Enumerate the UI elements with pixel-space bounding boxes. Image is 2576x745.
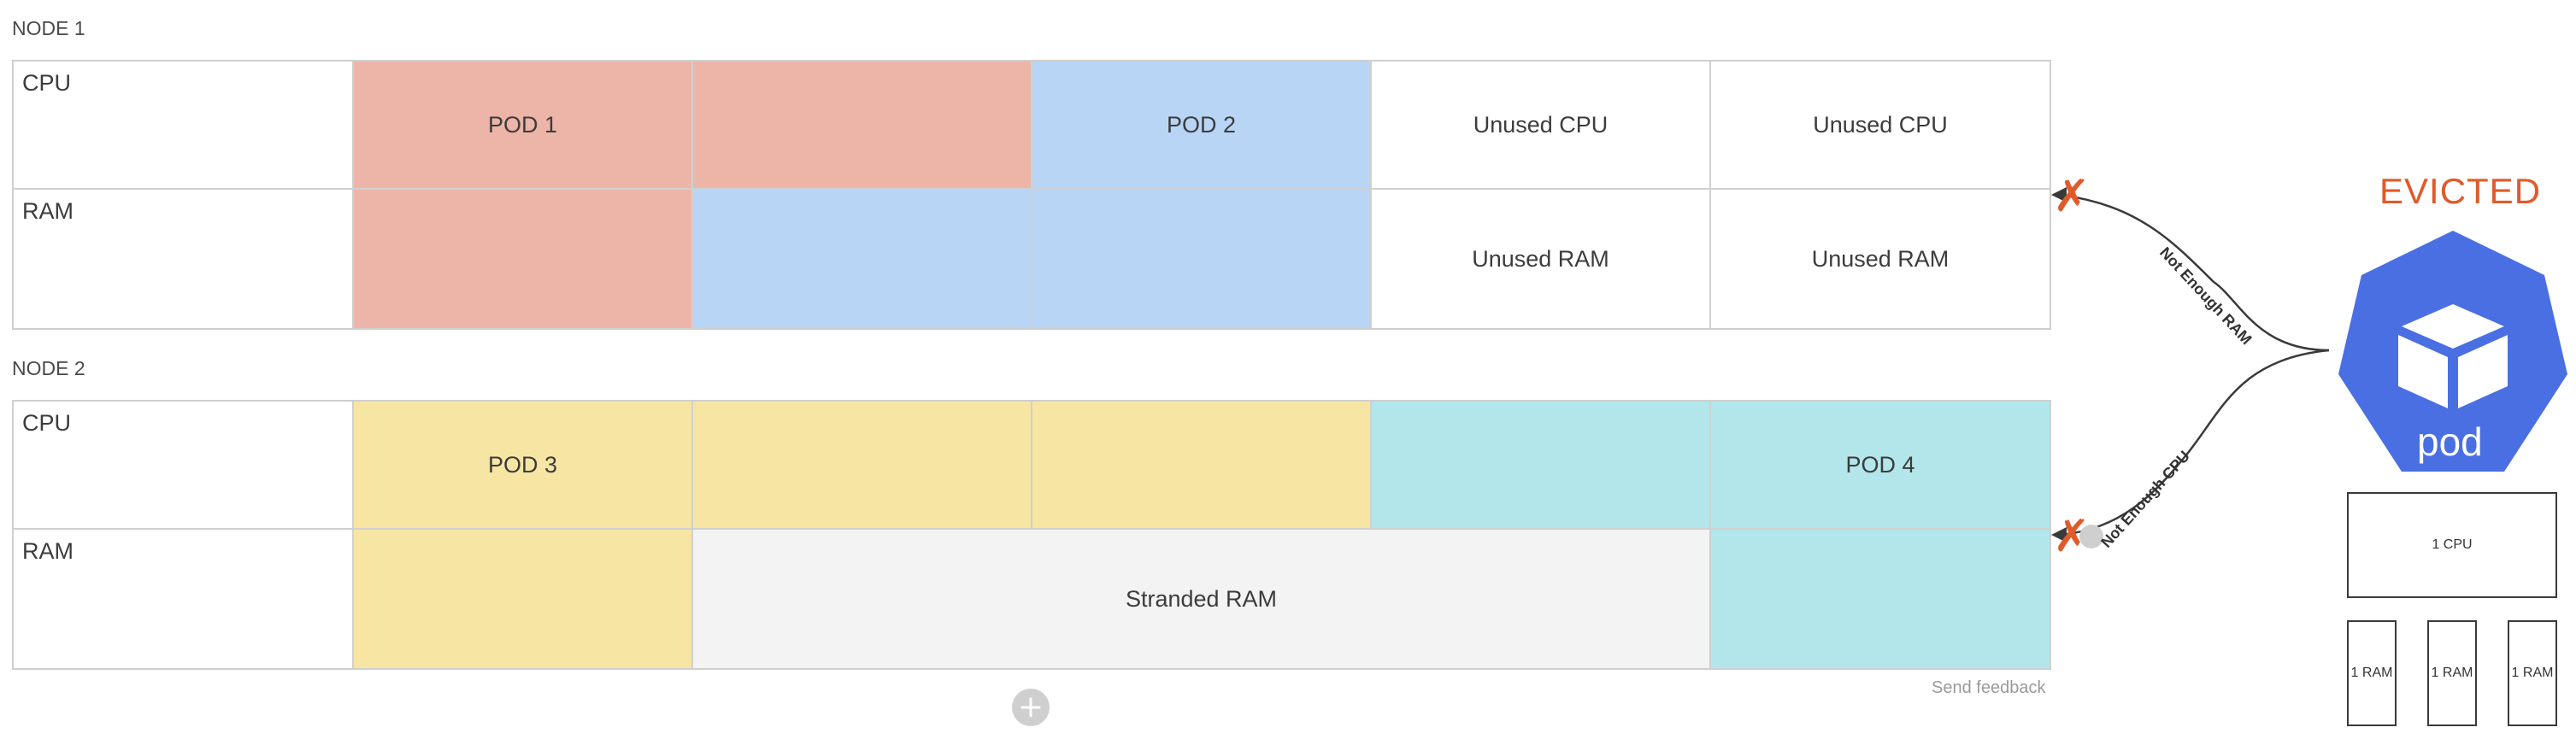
node1-cpu-cell-1: POD 1 [354,62,693,190]
reject-cpu-x-icon: ✗ [2053,511,2091,562]
connector-cpu [2059,349,2330,537]
node2-label: NODE 2 [12,357,85,379]
node2-cpu-cell-4 [1372,402,1711,530]
cube-right [2458,335,2508,408]
node1-cpu-label: CPU [14,62,354,190]
node1-cpu-cell-4: Unused CPU [1372,62,1711,190]
node2-cpu-label: CPU [14,402,354,530]
pod-cpu-box: 1 CPU [2347,492,2557,598]
node2-cpu-cell-3 [1032,402,1372,530]
node1-ram-label: RAM [14,190,354,328]
node1-ram-cell-2 [693,190,1032,328]
node1-label: NODE 1 [12,17,85,39]
node1-ram-cell-4: Unused RAM [1372,190,1711,328]
cube-left [2398,335,2448,408]
reject-ram-x-icon: ✗ [2053,171,2091,222]
node2-grid: CPU POD 3 POD 4 RAM Stranded RAM [12,400,2051,670]
pod-ram-box-2: 1 RAM [2427,620,2477,726]
node2-cpu-cell-5: POD 4 [1711,402,2050,530]
pod-ram-box-1: 1 RAM [2347,620,2397,726]
evicted-title: EVICTED [2379,171,2542,211]
cube-top [2402,304,2504,349]
node2-cpu-cell-1: POD 3 [354,402,693,530]
node1-ram-cell-5: Unused RAM [1711,190,2050,328]
node1-cpu-cell-3: POD 2 [1032,62,1372,190]
node1-ram-cell-3 [1032,190,1372,328]
node1-grid: CPU POD 1 POD 2 Unused CPU Unused CPU RA… [12,60,2051,330]
pod-label: pod [2417,419,2483,464]
node2-cpu-cell-2 [693,402,1032,530]
add-button[interactable]: + [1012,689,1050,726]
node1-cpu-cell-5: Unused CPU [1711,62,2050,190]
node2-ram-cell-pod3 [354,530,693,668]
node1-ram-cell-1 [354,190,693,328]
not-enough-ram-label: Not Enough RAM [2156,243,2255,349]
send-feedback-link[interactable]: Send feedback [1932,678,2046,697]
node2-stranded-ram: Stranded RAM [693,530,1711,668]
not-enough-cpu-label: Not Enough CPU [2097,447,2194,551]
pod-ram-box-3: 1 RAM [2508,620,2557,726]
node2-ram-label: RAM [14,530,354,668]
node1-cpu-cell-2 [693,62,1032,190]
node2-ram-cell-pod4 [1711,530,2050,668]
